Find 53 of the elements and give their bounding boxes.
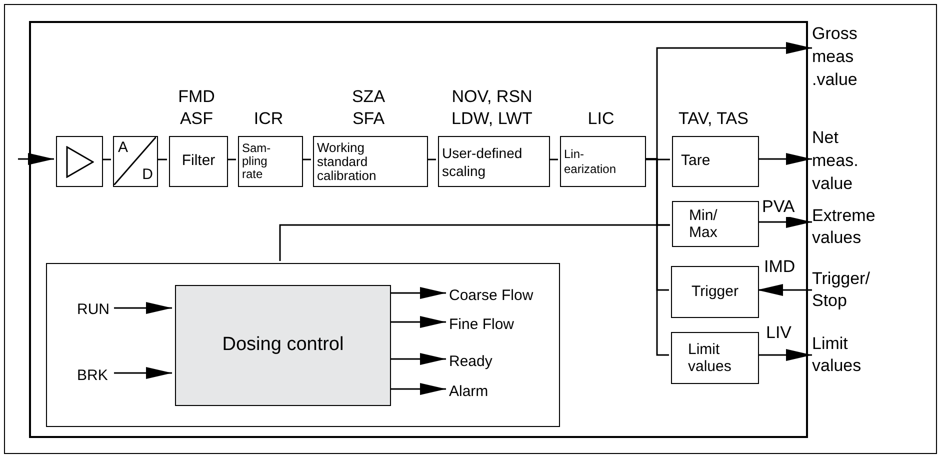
arrow xyxy=(757,284,812,296)
edge-label: PVA xyxy=(762,197,795,217)
box-text: Lin- earization xyxy=(564,146,618,176)
process-box xyxy=(672,136,759,187)
signal-label: Ready xyxy=(449,352,557,372)
process-box xyxy=(672,201,759,247)
parameter-label: ICR xyxy=(252,108,284,130)
group-frame xyxy=(46,263,560,427)
box-text: Tare xyxy=(681,151,710,172)
output-label: Extreme values xyxy=(812,205,880,253)
output-label: Trigger/ Stop xyxy=(812,268,880,316)
signal-label: Alarm xyxy=(449,382,557,402)
arrow xyxy=(757,349,812,361)
box-text: Min/ Max xyxy=(689,207,718,241)
arrow xyxy=(114,302,172,314)
box-text: Dosing control xyxy=(222,333,344,358)
control-box xyxy=(175,285,391,406)
box-text: Working standard calibration xyxy=(317,140,378,182)
process-box xyxy=(671,266,759,318)
connector-line xyxy=(644,158,670,160)
box-text: User-defined scaling xyxy=(442,144,524,180)
signal-label: Fine Flow xyxy=(449,315,557,335)
parameter-label: SZA SFA xyxy=(350,86,386,130)
process-box xyxy=(169,136,228,187)
parameter-label: LIC xyxy=(586,108,616,130)
output-label: Net meas. value xyxy=(812,126,880,196)
device-frame xyxy=(29,21,808,438)
connector-line xyxy=(644,158,669,356)
arrow xyxy=(757,216,812,228)
parameter-label: NOV, RSN LDW, LWT xyxy=(450,86,534,130)
signal-label: RUN xyxy=(77,300,117,320)
process-box xyxy=(671,332,759,384)
process-box xyxy=(560,136,646,187)
process-box xyxy=(238,136,303,187)
box-text: Filter xyxy=(182,151,216,172)
box-text: Trigger xyxy=(692,282,738,302)
connector-line xyxy=(279,224,670,261)
process-box xyxy=(313,136,428,187)
output-label: Limit values xyxy=(812,333,880,381)
converter-text: D xyxy=(142,167,153,183)
amplifier-box xyxy=(56,136,103,187)
box-text: Limit values xyxy=(688,341,732,375)
converter-text: A xyxy=(118,140,128,156)
parameter-label: TAV, TAS xyxy=(678,108,750,130)
signal-label: Coarse Flow xyxy=(449,286,557,306)
process-box xyxy=(438,136,550,187)
output-label: Gross meas .value xyxy=(812,22,880,94)
box-text: Sam- pling rate xyxy=(242,142,272,181)
signal-label: BRK xyxy=(77,366,117,386)
arrow xyxy=(114,367,172,379)
parameter-label: FMD ASF xyxy=(177,86,216,130)
arrow xyxy=(757,153,812,165)
arrow xyxy=(18,153,54,165)
